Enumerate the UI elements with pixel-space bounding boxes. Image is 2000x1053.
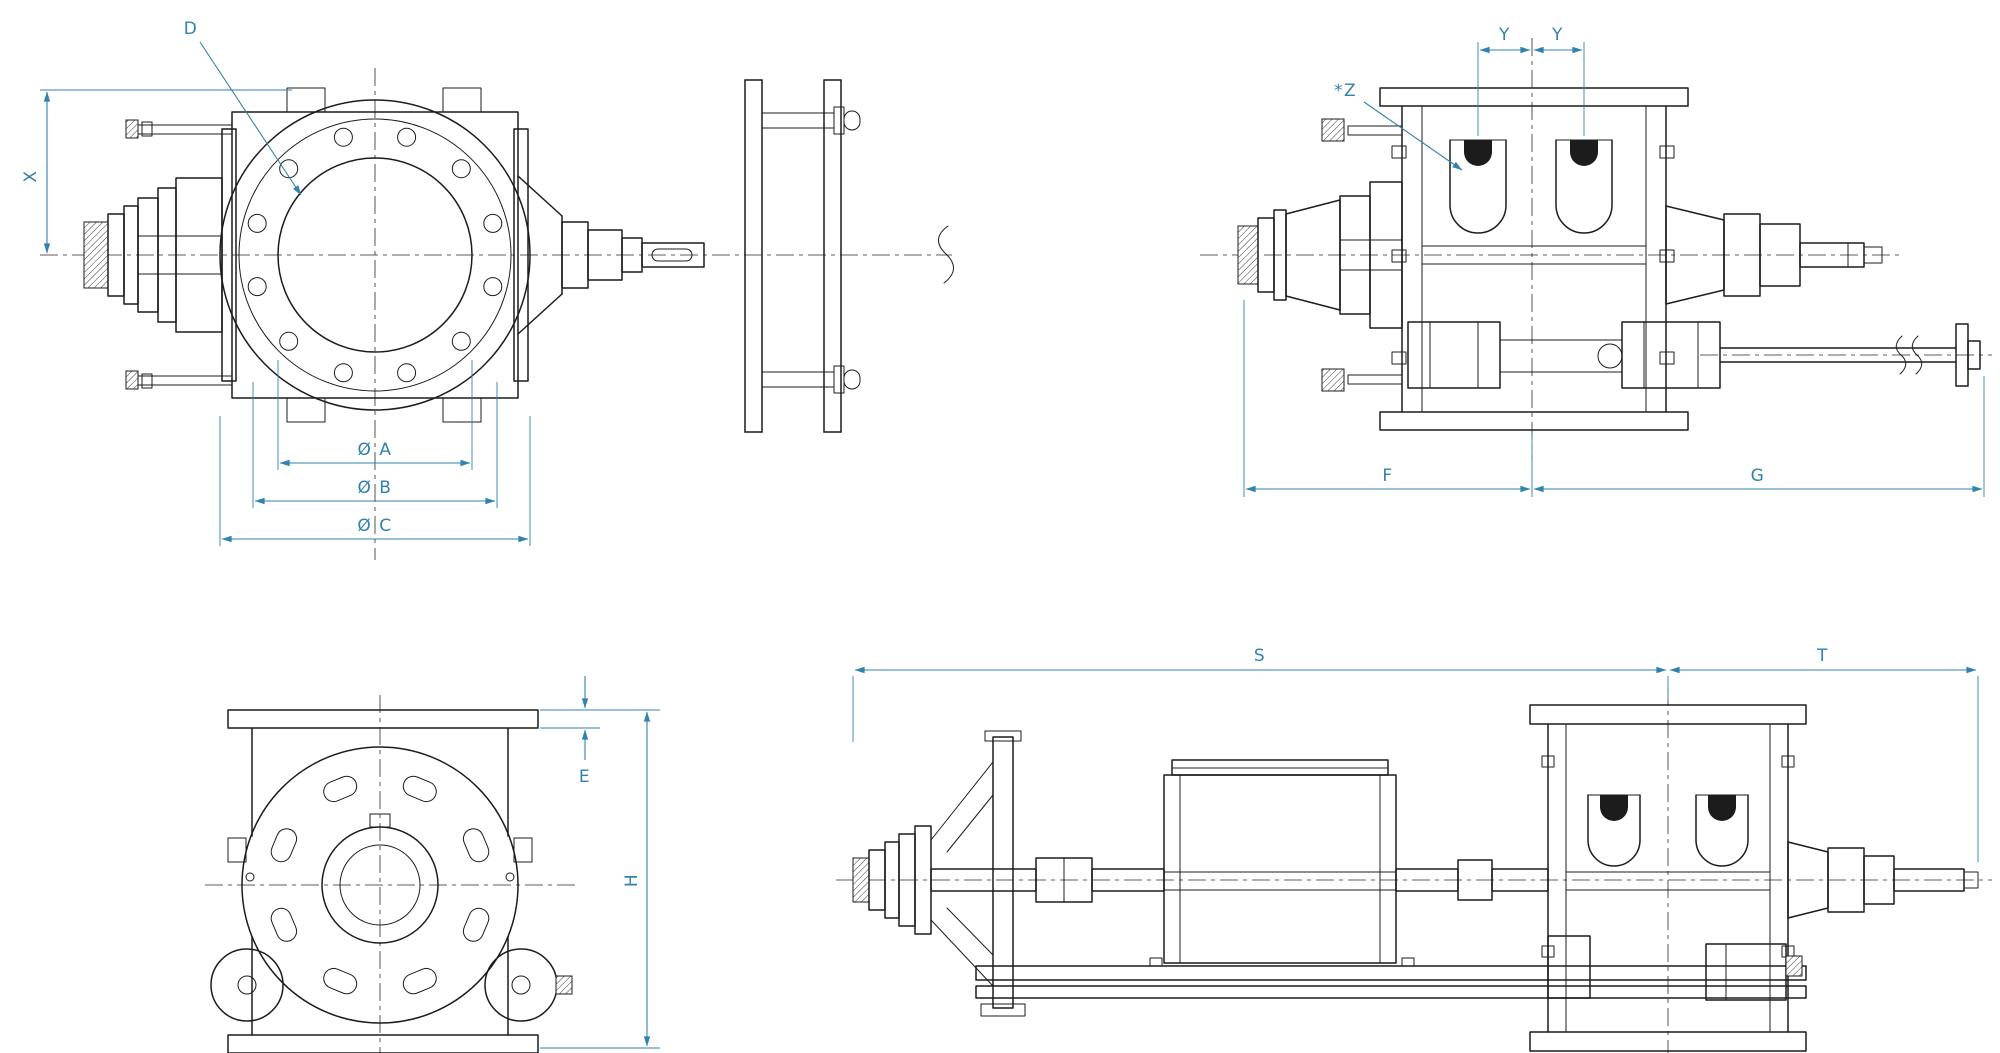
dim-label-y-right: Y xyxy=(1551,25,1564,45)
leader-line-z xyxy=(1363,101,1463,171)
plan-centerlines xyxy=(205,695,575,1053)
dim-label-h: H xyxy=(622,873,642,887)
front-centerlines xyxy=(40,68,952,560)
dimension-x: X xyxy=(21,89,292,254)
break-symbol xyxy=(1895,335,1907,375)
dim-label-z: *Z xyxy=(1334,81,1357,101)
motor xyxy=(1163,759,1397,964)
dimension-dia-b: Ø B xyxy=(252,382,498,508)
dim-label-dia-b: Ø B xyxy=(358,478,393,498)
dim-label-y-left: Y xyxy=(1498,25,1511,45)
plan-flange-plates xyxy=(227,709,539,1053)
plan-view: E H xyxy=(205,676,660,1053)
dim-label-e: E xyxy=(579,767,591,787)
outboard-bearing-assembly xyxy=(852,730,1026,1017)
plan-body xyxy=(227,746,533,1024)
dim-label-g: G xyxy=(1751,466,1766,486)
front-mounting-frame xyxy=(744,79,861,433)
side-foot-brackets xyxy=(1407,321,1721,389)
leader-line-d xyxy=(199,41,302,196)
side-view: Y Y *Z F G xyxy=(1200,25,1992,497)
dimension-y: Y Y xyxy=(1477,25,1585,136)
side-body xyxy=(1379,87,1689,431)
dimension-f: F xyxy=(1243,300,1533,497)
side-centerlines xyxy=(1200,38,1992,460)
base-frame xyxy=(975,957,1807,999)
elevation-view: S T xyxy=(836,646,1992,1053)
dimension-h: H xyxy=(540,711,660,1049)
dim-label-x: X xyxy=(21,169,41,182)
front-left-bearing-assembly xyxy=(83,119,233,390)
side-right-drive xyxy=(1665,205,1883,305)
break-symbol xyxy=(938,225,954,284)
plan-wheels xyxy=(210,948,573,1022)
dimension-s: S xyxy=(852,646,1669,742)
dim-label-t: T xyxy=(1816,646,1829,666)
bolt-holes xyxy=(247,127,503,383)
front-flange-circles xyxy=(219,99,531,411)
front-right-shaft xyxy=(517,175,954,335)
dimension-t: T xyxy=(1669,646,1979,862)
side-left-bearing-assembly xyxy=(1237,118,1403,392)
rotor-pockets xyxy=(1449,139,1613,234)
dimension-dia-a: Ø A xyxy=(277,360,473,470)
elevation-right-drive xyxy=(1787,841,1979,919)
dimension-dia-c: Ø C xyxy=(219,416,531,546)
dim-label-dia-c: Ø C xyxy=(357,516,392,536)
elevation-centerlines xyxy=(836,688,1992,1053)
dim-label-f: F xyxy=(1382,466,1393,486)
dim-label-d: D xyxy=(184,19,199,39)
dimension-d: D xyxy=(184,19,302,196)
dimension-e: E xyxy=(540,676,660,787)
dim-label-s: S xyxy=(1254,646,1266,666)
front-view: D X Ø A Ø B Ø C xyxy=(21,19,954,560)
dimension-g: G xyxy=(1533,376,1985,497)
dim-label-dia-a: Ø A xyxy=(358,440,393,460)
break-symbol xyxy=(1911,335,1923,375)
dimension-z: *Z xyxy=(1334,81,1463,171)
side-extension-rod xyxy=(1719,323,1981,387)
